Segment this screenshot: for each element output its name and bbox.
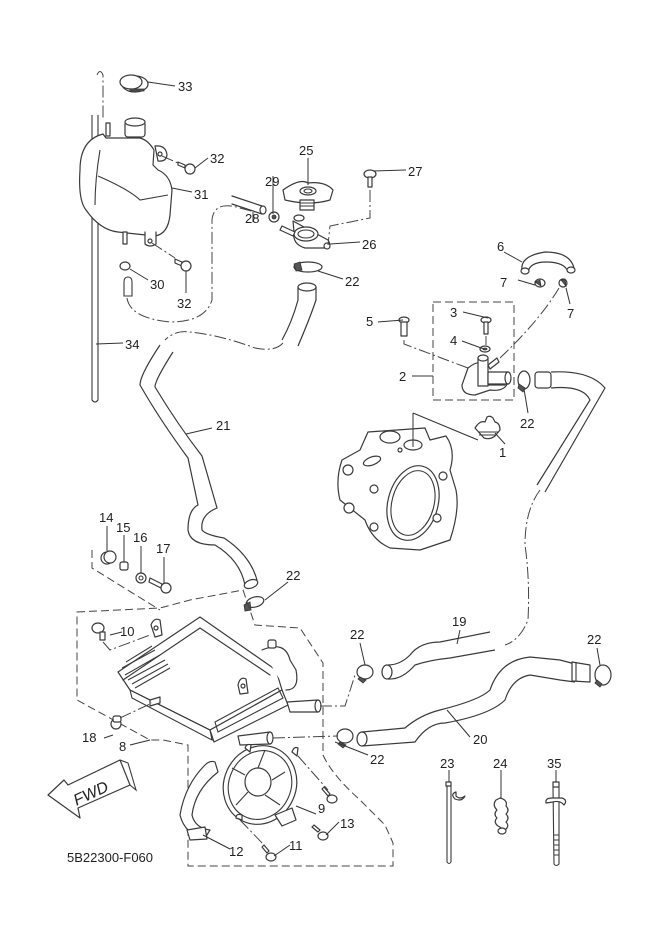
callout-10: 10: [120, 624, 134, 639]
reservoir-tank-31: [79, 117, 173, 247]
fan-bracket-12: [179, 760, 219, 841]
callout-6: 6: [497, 239, 504, 254]
callout-33: 33: [178, 79, 192, 94]
filler-neck-26: [279, 214, 331, 250]
radiator-cap-25: [282, 180, 334, 211]
cable-tie-23: [445, 781, 466, 865]
callout-27: 27: [408, 164, 422, 179]
hose-route-line: [320, 674, 356, 707]
callout-22-radiator-lower: 22: [370, 752, 384, 767]
reservoir-cap-33: [119, 74, 149, 93]
washer-16: [135, 572, 147, 584]
callout-13: 13: [340, 816, 354, 831]
bolt-17: [148, 577, 172, 594]
callout-22-right: 22: [587, 632, 601, 647]
bolt-32-lower: [151, 242, 192, 272]
callout-22-radiator-upper: 22: [350, 627, 364, 642]
fan-motor-9: [222, 743, 299, 827]
callout-11: 11: [289, 838, 303, 853]
hose-clamp-22-radiator-lower: [336, 728, 354, 749]
collar-15: [119, 561, 129, 571]
callout-30: 30: [150, 277, 164, 292]
radiator-inlet-hose-21: [139, 282, 317, 590]
callout-2: 2: [399, 369, 406, 384]
drain-plug-18: [110, 702, 153, 730]
callout-23: 23: [440, 756, 454, 771]
radiator-8: [117, 616, 322, 746]
callout-29: 29: [265, 174, 279, 189]
screw-9: [297, 755, 338, 804]
callout-22-top: 22: [345, 274, 359, 289]
callout-14: 14: [99, 510, 113, 525]
callout-28: 28: [245, 211, 259, 226]
mount-guide-line: [91, 550, 161, 611]
radiator-assembly-boundary: [76, 589, 394, 867]
callout-24: 24: [493, 756, 507, 771]
callout-19: 19: [452, 614, 466, 629]
bolt-32-upper: [161, 155, 196, 175]
hose-route-line: [272, 735, 339, 739]
hose-route-line: [126, 205, 256, 323]
radiator-hose-20: [356, 656, 591, 747]
callout-32-upper: 32: [210, 151, 224, 166]
thermostat-housing-assembly-2: [432, 301, 515, 401]
callout-8: 8: [119, 739, 126, 754]
hose-route-line: [499, 287, 560, 359]
callout-9: 9: [318, 801, 325, 816]
callout-7-right: 7: [567, 306, 574, 321]
hose-clamp-22-housing: [517, 370, 531, 393]
hose-clamp-22-top: [293, 261, 323, 273]
callout-4: 4: [450, 333, 457, 348]
callout-32-lower: 32: [177, 296, 191, 311]
clip-30: [119, 261, 133, 297]
thermostat-1: [474, 415, 501, 440]
callout-1: 1: [499, 445, 506, 460]
callout-3: 3: [450, 305, 457, 320]
screw-11: [239, 819, 277, 862]
radiator-fins: [121, 645, 171, 689]
callout-22-mid: 22: [286, 568, 300, 583]
callout-34: 34: [125, 337, 139, 352]
callout-20: 20: [473, 732, 487, 747]
callout-7-left: 7: [500, 275, 507, 290]
callout-17: 17: [156, 541, 170, 556]
grommet-14: [100, 550, 117, 565]
callout-16: 16: [133, 530, 147, 545]
hose-clamp-22-mid: [243, 596, 265, 612]
bolt-10: [91, 622, 151, 651]
callout-25: 25: [299, 143, 313, 158]
bolt-27: [327, 169, 377, 246]
callout-22-housing: 22: [520, 416, 534, 431]
radiator-outlet-hose-19: [381, 631, 496, 680]
bolt-5: [398, 316, 469, 369]
screw-13: [311, 824, 329, 841]
callout-31: 31: [194, 187, 208, 202]
bypass-hose-6: [520, 251, 576, 275]
callout-26: 26: [362, 237, 376, 252]
breather-hose-34: [91, 71, 104, 403]
callout-18: 18: [82, 730, 96, 745]
callout-21: 21: [216, 418, 230, 433]
coolant-hose-right: [504, 371, 606, 646]
leader-lines: [95, 81, 601, 857]
cylinder-block: [337, 412, 479, 551]
callout-5: 5: [366, 314, 373, 329]
callout-35: 35: [547, 756, 561, 771]
hose-clamp-22-right: [594, 664, 612, 688]
fwd-direction-arrow: FWD: [47, 759, 138, 819]
cable-tie-35: [545, 781, 567, 867]
callout-labels: 33 32 31 30 32 34 25 29 28 27 26 22 6 7 …: [67, 79, 601, 865]
clip-29: [268, 211, 280, 223]
callout-15: 15: [116, 520, 130, 535]
drawing-code: 5B22300-F060: [67, 850, 153, 865]
callout-12: 12: [229, 844, 243, 859]
hose-clamp-22-radiator-upper: [356, 664, 374, 684]
hose-clamp-7-left: [534, 278, 546, 288]
hose-holder-24: [493, 797, 509, 835]
hose-clamp-7-right: [558, 278, 568, 288]
reservoir-hose-28: [231, 195, 267, 215]
